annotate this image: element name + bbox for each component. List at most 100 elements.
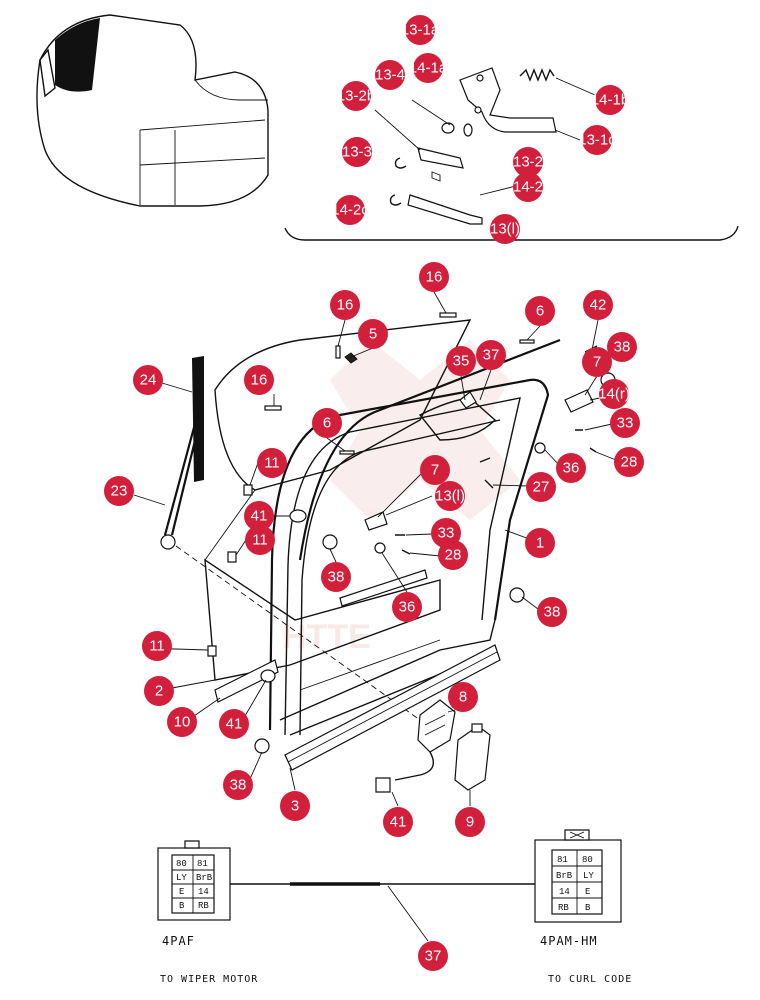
callout-label: 33	[438, 525, 455, 542]
callout-circle	[614, 447, 644, 477]
ring-36-a	[534, 442, 546, 454]
callout-b-10: 10	[167, 707, 197, 737]
callout-b-41-b: 41	[219, 709, 249, 739]
callout-label: 37	[425, 948, 442, 965]
callout-b-24: 24	[133, 365, 163, 395]
callout-label: 14-1a	[409, 60, 448, 77]
callout-label: 13-4	[375, 67, 405, 84]
rail-sill	[214, 659, 279, 703]
callout-b-13-2: 13-2	[513, 147, 543, 177]
bolts-33b-28b	[395, 534, 411, 555]
callout-circle	[342, 137, 372, 167]
conn-r-cell-2: 80	[582, 855, 593, 865]
callout-circle	[582, 125, 612, 155]
connector-plug	[375, 777, 391, 793]
callout-b-28-a: 28	[614, 447, 644, 477]
clip-11-c	[207, 645, 217, 657]
callout-label: 14-2	[513, 179, 543, 196]
callout-circle	[144, 676, 174, 706]
conn-r-cell-5: 14	[559, 887, 570, 897]
bolts-33-28	[575, 429, 597, 453]
callout-b-11-c: 11	[142, 631, 172, 661]
watermark-text: HTTE	[282, 618, 371, 656]
conn-r-cell-1: 81	[557, 855, 568, 865]
callout-circle	[448, 682, 478, 712]
callout-label: 6	[536, 303, 544, 320]
callout-b-13-4: 13-4	[375, 60, 405, 90]
callout-b-13l-top: 13(l)	[490, 214, 520, 244]
callout-b-41-a: 41	[244, 501, 274, 531]
callout-label: 27	[533, 479, 550, 496]
conn-l-cell-5: E	[179, 887, 184, 897]
callout-circle	[219, 709, 249, 739]
callout-circle	[526, 472, 556, 502]
callout-label: 9	[466, 814, 474, 831]
callout-b-37-a: 37	[476, 340, 506, 370]
callout-circle	[405, 15, 435, 45]
callout-b-7-b: 7	[420, 455, 450, 485]
spring	[519, 68, 555, 82]
callout-label: 14(r)	[598, 386, 630, 403]
callout-circle	[476, 340, 506, 370]
clip-5	[344, 352, 358, 364]
conn-r-caption: TO CURL CODE	[548, 974, 632, 985]
callout-circle	[595, 85, 625, 115]
callout-circle	[607, 332, 637, 362]
callout-b-13-3: 13-3	[342, 137, 372, 167]
wiper-assembly	[160, 356, 421, 721]
callout-label: 36	[563, 460, 580, 477]
callout-circle	[556, 453, 586, 483]
pin-16-a	[439, 312, 457, 318]
conn-l-cell-6: 14	[198, 887, 209, 897]
callout-b-38-a: 38	[607, 332, 637, 362]
callout-circle	[392, 592, 422, 622]
callout-b-41-c: 41	[383, 807, 413, 837]
callout-circle	[525, 528, 555, 558]
callout-b-35: 35	[446, 346, 476, 376]
callout-label: 7	[431, 462, 439, 479]
callout-label: 11	[252, 532, 268, 549]
callout-circle	[525, 296, 555, 326]
callout-label: 42	[590, 297, 607, 314]
callout-label: 2	[155, 683, 163, 700]
callout-circle	[330, 290, 360, 320]
callout-circle	[438, 540, 468, 570]
callout-circle	[142, 631, 172, 661]
conn-r-cell-6: E	[585, 887, 590, 897]
callout-b-16-b: 16	[330, 290, 360, 320]
callout-b-14-2: 14-2	[513, 172, 543, 202]
frame-inner	[284, 397, 521, 736]
bumper-38-c	[509, 587, 525, 603]
callout-b-13-1c: 13-1c	[578, 125, 616, 155]
callout-label: 35	[453, 353, 470, 370]
callout-circle	[455, 807, 485, 837]
callout-label: 10	[174, 714, 191, 731]
callout-b-23: 23	[104, 476, 134, 506]
callout-circle	[321, 562, 351, 592]
connector-right: 81 80 BrB LY 14 E RB B 4PAM-HM TO CURL C…	[534, 829, 632, 985]
latch-14r	[564, 389, 594, 413]
conn-l-cell-1: 80	[176, 859, 187, 869]
callout-label: 28	[621, 454, 638, 471]
callout-circle	[583, 290, 613, 320]
callout-b-6-b: 6	[312, 408, 342, 438]
callout-circle	[341, 81, 371, 111]
callout-circle	[418, 941, 448, 971]
callout-b-33-a: 33	[610, 408, 640, 438]
callout-label: 5	[369, 326, 377, 343]
callout-circle	[335, 195, 365, 225]
conn-l-cell-7: B	[179, 901, 185, 911]
callout-circle	[446, 346, 476, 376]
clamp-41-b	[260, 669, 276, 683]
callout-b-13-1a: 13-1a	[401, 15, 440, 45]
pin-16-c	[264, 405, 282, 411]
conn-l-name: 4PAF	[162, 934, 195, 948]
callout-label: 6	[323, 415, 331, 432]
callout-circle	[599, 379, 629, 409]
wiper-motor	[417, 699, 456, 753]
callout-circle	[435, 481, 465, 511]
callout-label: 37	[483, 347, 500, 364]
callout-label: 13(l)	[490, 221, 520, 238]
callout-circle	[413, 53, 443, 83]
ring-36-b	[374, 542, 386, 554]
